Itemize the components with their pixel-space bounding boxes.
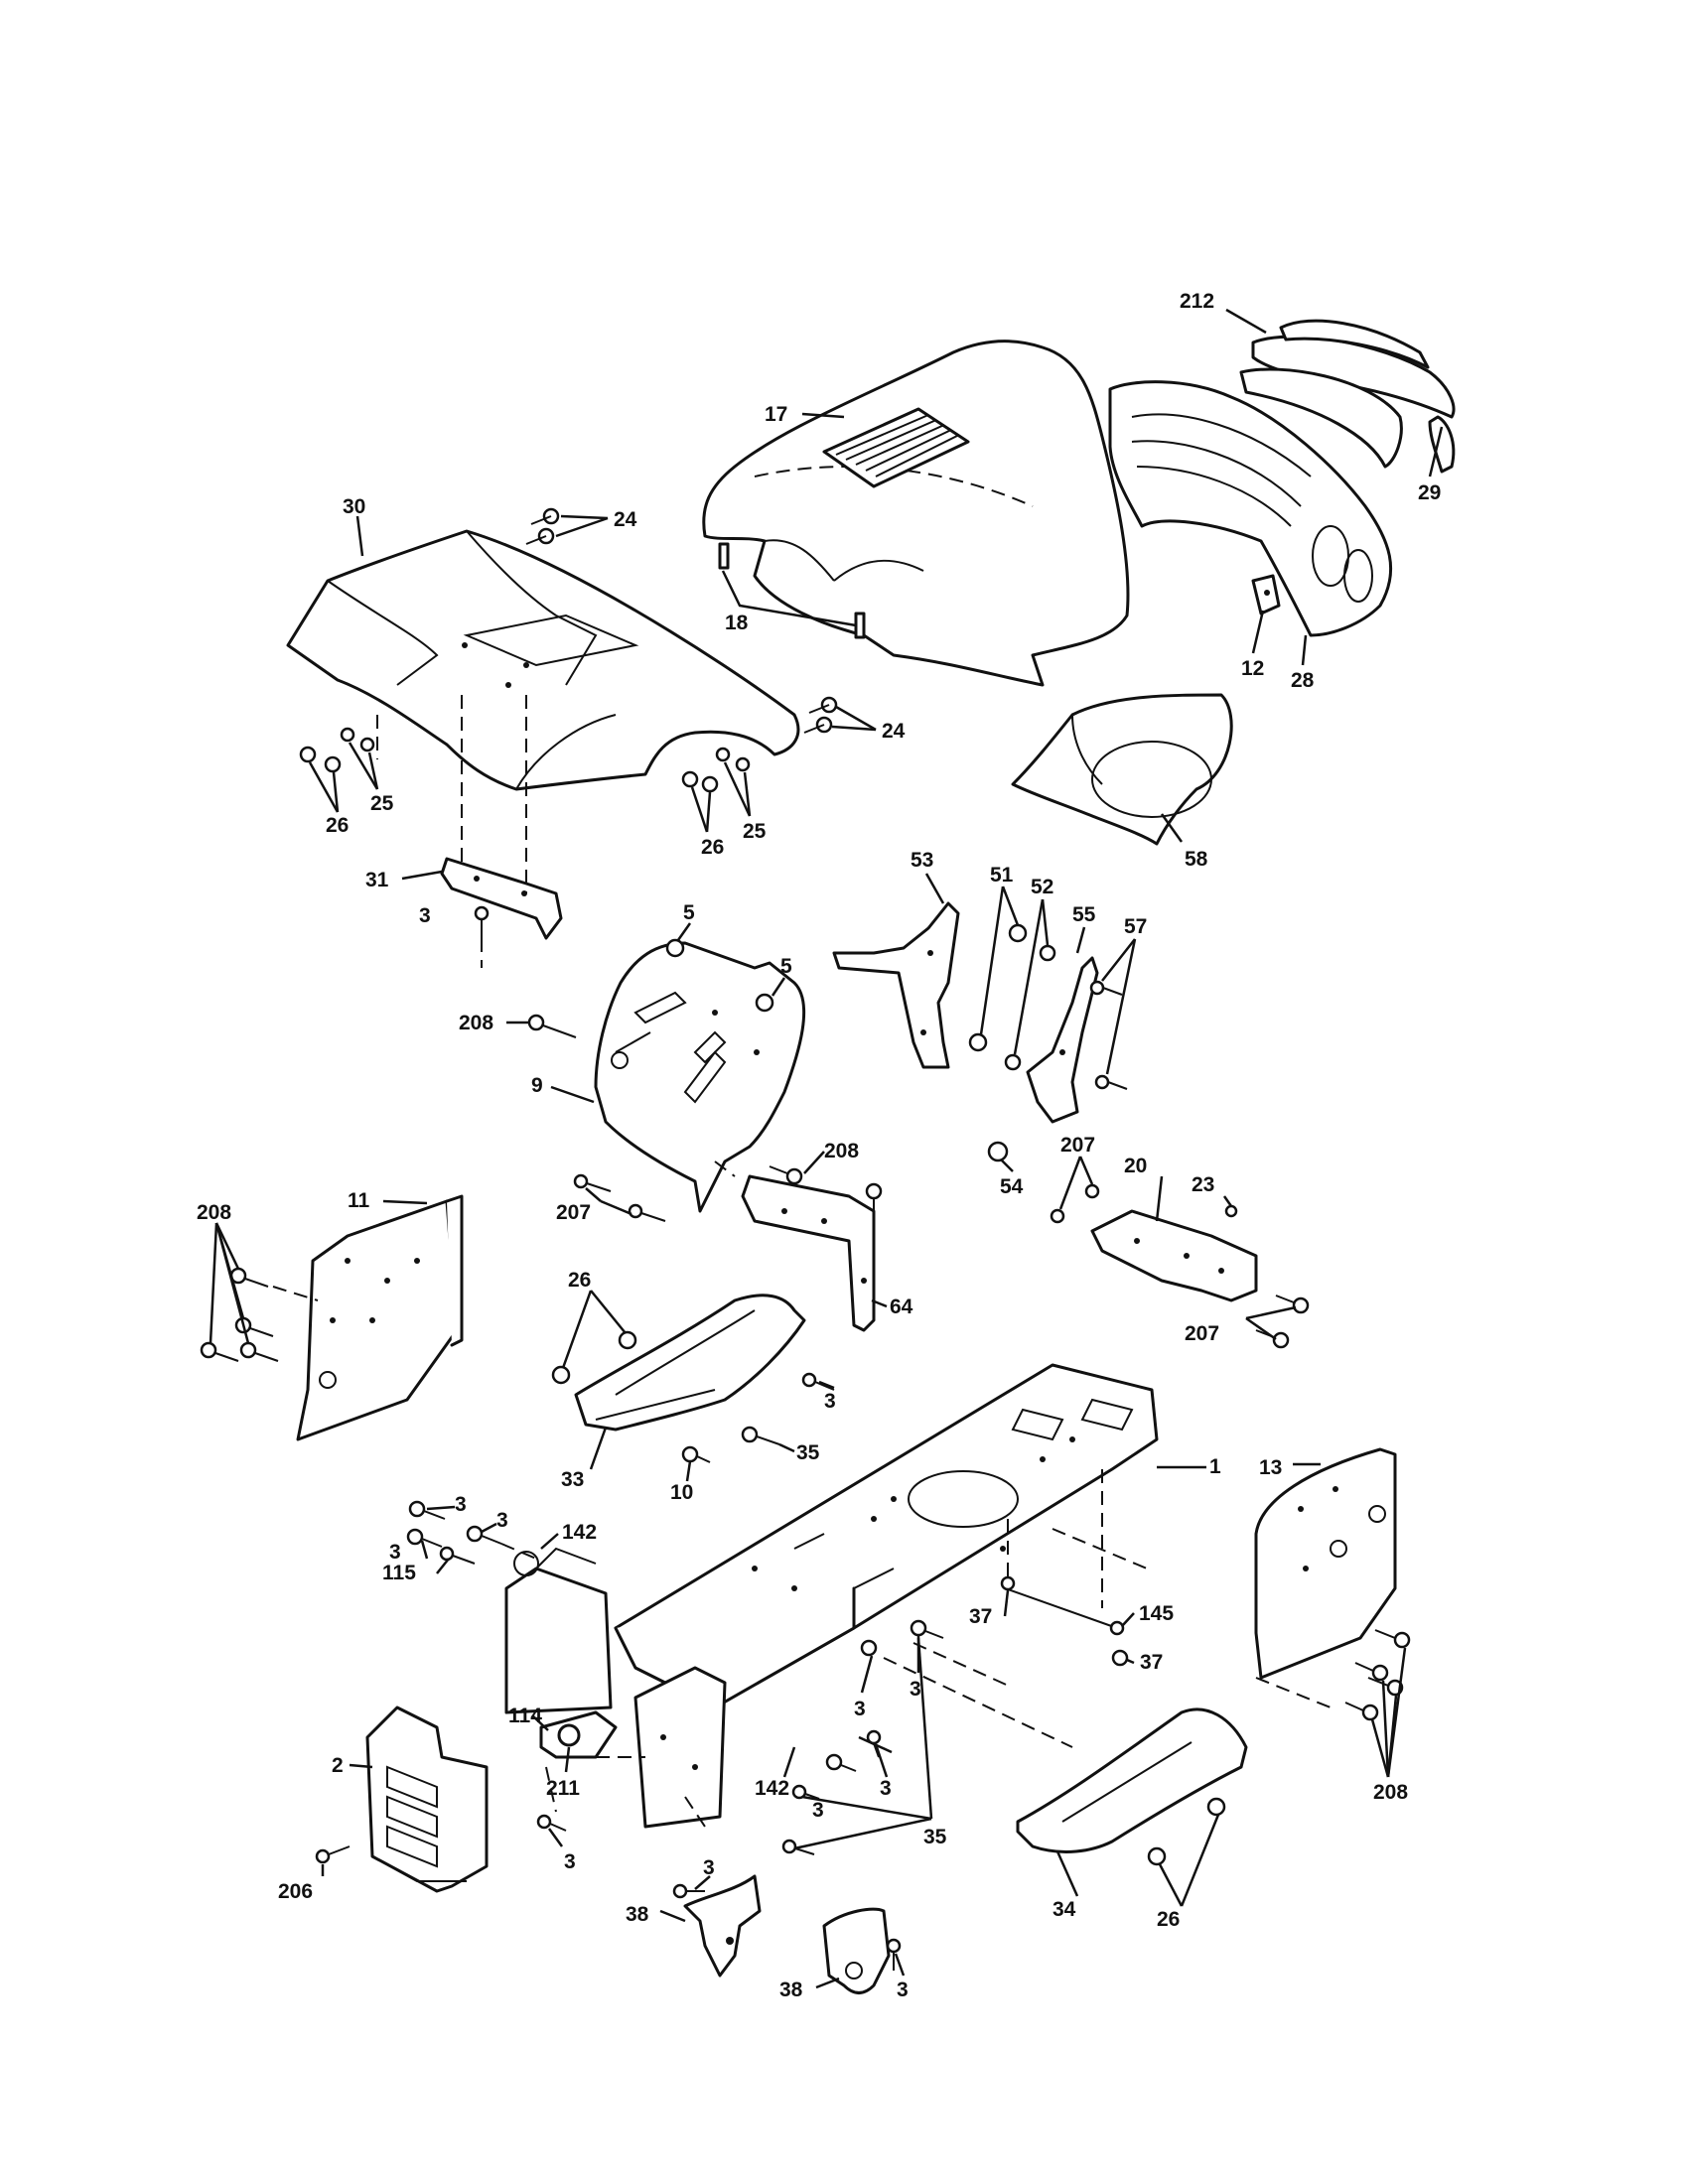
callout-37-lower: 37	[1140, 1651, 1163, 1674]
callout-35-upper: 35	[796, 1441, 820, 1464]
callout-58: 58	[1185, 848, 1208, 871]
assembly-dash-lines	[272, 695, 1332, 1828]
mount-plate-part-142	[504, 1547, 613, 1714]
callout-12: 12	[1241, 657, 1264, 680]
callout-145: 145	[1139, 1602, 1174, 1625]
callout-206: 206	[278, 1880, 313, 1903]
callout-26-left: 26	[326, 814, 349, 837]
callout-3-lower-a: 3	[880, 1777, 892, 1800]
callout-26-near-33: 26	[568, 1269, 591, 1292]
callout-10: 10	[670, 1481, 693, 1504]
main-frame-part-1	[614, 1363, 1159, 1709]
bracket-part-38-left	[683, 1874, 762, 1978]
callout-26-near-34: 26	[1157, 1908, 1180, 1931]
callout-207-lower: 207	[1185, 1322, 1219, 1345]
callout-3-near-2: 3	[564, 1850, 576, 1873]
bushing-part-211	[557, 1723, 581, 1747]
side-panel-part-11	[296, 1194, 464, 1441]
callout-54: 54	[1000, 1175, 1024, 1198]
callout-208-near-9: 208	[459, 1012, 493, 1034]
callout-208-left-panel: 208	[197, 1201, 231, 1224]
callout-26-right: 26	[701, 836, 724, 859]
bracket-part-53	[832, 901, 960, 1069]
callout-3-lower-b: 3	[812, 1799, 824, 1822]
callout-33: 33	[561, 1468, 584, 1491]
fasteners	[200, 507, 1411, 1971]
callout-38-left: 38	[626, 1903, 649, 1926]
callout-20: 20	[1124, 1155, 1147, 1177]
leader-lines	[209, 308, 1444, 1989]
callout-64: 64	[890, 1296, 913, 1318]
heat-shield-part-58	[1011, 693, 1233, 846]
bracket-part-12	[1251, 574, 1281, 615]
callout-13: 13	[1259, 1456, 1282, 1479]
bracket-part-20	[1090, 1209, 1258, 1302]
callout-3-near-38-left: 3	[703, 1856, 715, 1879]
callout-37-upper: 37	[969, 1605, 992, 1628]
bracket-part-55	[1026, 956, 1099, 1124]
callout-18: 18	[725, 612, 749, 634]
callout-34: 34	[1052, 1898, 1076, 1921]
callout-3-left-a: 3	[455, 1493, 467, 1516]
callout-17: 17	[765, 403, 787, 426]
callout-3-under-frame-b: 3	[854, 1698, 866, 1720]
grille-trim-part-212	[1239, 319, 1456, 469]
callout-207-near-9: 207	[556, 1201, 591, 1224]
callout-208-right-panel: 208	[1373, 1781, 1408, 1804]
side-panel-part-13	[1254, 1447, 1397, 1680]
callout-1: 1	[1209, 1455, 1221, 1478]
callout-24-lower: 24	[882, 720, 906, 743]
callout-57: 57	[1124, 915, 1147, 938]
channel-part-64	[741, 1174, 876, 1332]
callout-142-upper: 142	[562, 1521, 597, 1544]
callout-208-near-64: 208	[824, 1140, 859, 1162]
callout-53: 53	[911, 849, 933, 872]
dash-panel-part-9	[594, 941, 806, 1213]
callout-207-near-20: 207	[1060, 1134, 1095, 1157]
callout-5-right: 5	[780, 955, 792, 978]
latch-part-29	[1428, 415, 1456, 474]
callout-38-right: 38	[779, 1979, 803, 2001]
bracket-part-31	[440, 857, 563, 940]
callout-211: 211	[546, 1777, 580, 1800]
footrest-part-33	[574, 1294, 806, 1432]
callout-2: 2	[332, 1754, 344, 1777]
callout-5-left: 5	[683, 901, 695, 924]
mount-plate-front	[633, 1666, 727, 1829]
callout-29: 29	[1418, 481, 1441, 504]
callout-115: 115	[382, 1562, 416, 1584]
callout-3-left-b: 3	[496, 1509, 508, 1532]
callout-24-upper: 24	[614, 508, 637, 531]
callout-9: 9	[531, 1074, 543, 1097]
callout-51: 51	[990, 864, 1014, 887]
callout-35-lower: 35	[923, 1826, 947, 1848]
callout-212: 212	[1180, 290, 1214, 313]
callout-3-near-33: 3	[824, 1390, 836, 1413]
footrest-part-34	[1016, 1707, 1248, 1853]
grille-part-28	[1108, 380, 1393, 637]
callout-52: 52	[1031, 876, 1053, 898]
callout-55: 55	[1072, 903, 1096, 926]
callout-28: 28	[1291, 669, 1315, 692]
callout-3-near-38-right: 3	[897, 1979, 909, 2001]
hood-part-17	[702, 340, 1130, 687]
callout-31: 31	[365, 869, 389, 891]
hood-vent	[822, 407, 970, 488]
callout-11: 11	[348, 1189, 370, 1212]
callout-3-near-31: 3	[419, 904, 431, 927]
callout-25-right: 25	[743, 820, 767, 843]
bracket-part-38-right	[822, 1907, 891, 1994]
callout-23: 23	[1192, 1173, 1214, 1196]
fender-part-30	[286, 529, 800, 791]
callout-30: 30	[343, 495, 365, 518]
callout-114: 114	[508, 1705, 542, 1727]
callout-142-lower: 142	[755, 1777, 789, 1800]
front-bracket-part-2	[365, 1706, 489, 1893]
callout-3-left-c: 3	[389, 1541, 401, 1564]
callout-25-left: 25	[370, 792, 394, 815]
callout-3-under-frame-a: 3	[910, 1678, 921, 1701]
callout-labels: 212 29 17 18 12 28 30 24 24 25 26 25 26 …	[197, 290, 1441, 2001]
